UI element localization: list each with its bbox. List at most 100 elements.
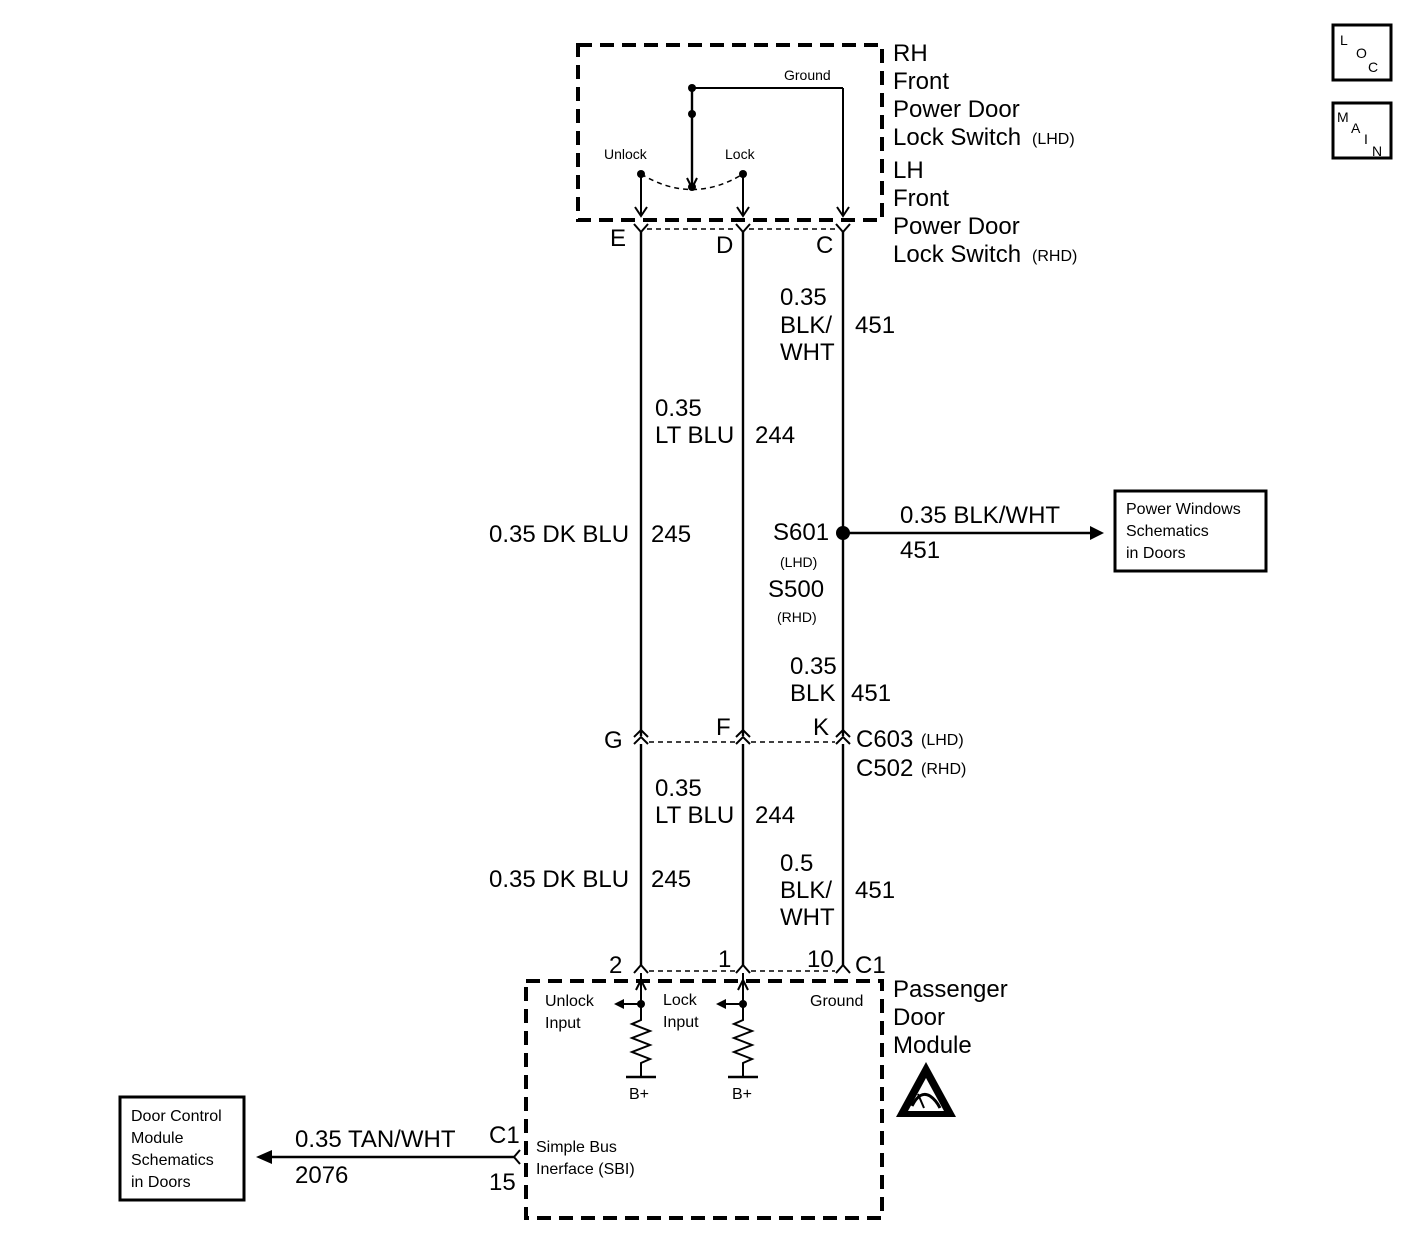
splice-s601: S601 (LHD) S500 (RHD) 0.35 BLK/WHT 451 [768, 502, 1104, 625]
power-windows-reference[interactable]: Power Windows Schematics in Doors [1113, 489, 1268, 573]
pin-2-label: 2 [609, 952, 622, 979]
unlock-input-label-1: Unlock [545, 993, 595, 1010]
sbi-wire-label: 0.35 TAN/WHT [295, 1126, 456, 1153]
wire-d-upper-circuit: 244 [755, 422, 795, 449]
lock-contact-label: Lock [725, 146, 756, 162]
main-letter-n: N [1372, 143, 1382, 159]
door-control-ref-line-2: Module [131, 1130, 184, 1147]
door-control-ref-line-3: Schematics [131, 1152, 214, 1169]
wire-c-mid-circuit: 451 [851, 680, 891, 707]
module-title-module: Module [893, 1032, 972, 1059]
connector-c502-label: C502 [856, 755, 913, 782]
esd-warning-icon [896, 1062, 956, 1117]
lock-input-label-2: Input [663, 1014, 699, 1031]
power-windows-ref-line-1: Power Windows [1126, 501, 1241, 518]
module-connector-c1: 2 1 10 C1 [609, 946, 886, 979]
wire-c-upper-color-2: WHT [780, 339, 835, 366]
door-lock-switch: Ground Unlock Lock RH Front Power Door L… [576, 40, 1077, 268]
wire-c-lower-gauge: 0.5 [780, 850, 813, 877]
wire-c-lower-color-1: BLK/ [780, 877, 832, 904]
module-c1-label: C1 [855, 952, 886, 979]
unlock-contact-label: Unlock [604, 146, 648, 162]
pin-e-label: E [610, 225, 626, 252]
module-ground-label: Ground [810, 993, 863, 1010]
power-windows-ref-line-3: in Doors [1126, 545, 1186, 562]
lock-resistor [731, 1014, 755, 1077]
door-control-module-reference[interactable]: Door Control Module Schematics in Doors [118, 1095, 246, 1202]
switch-title-power-door-2: Power Door [893, 213, 1020, 240]
wire-e-upper-circuit: 245 [651, 521, 691, 548]
main-letter-i: I [1364, 131, 1368, 147]
pin-d-label: D [716, 232, 733, 259]
sbi-label-1: Simple Bus [536, 1139, 617, 1156]
wire-d-upper-color: LT BLU [655, 422, 734, 449]
wire-c-lower-circuit: 451 [855, 877, 895, 904]
pin-g-label: G [604, 727, 623, 754]
switch-title-lock-switch: Lock Switch [893, 124, 1021, 151]
sbi-wire: 0.35 TAN/WHT 2076 C1 15 [256, 1122, 521, 1196]
loc-letter-o: O [1356, 45, 1367, 61]
switch-title-lh: LH [893, 157, 924, 184]
switch-title-front: Front [893, 68, 949, 95]
pin-f-label: F [716, 714, 731, 741]
switch-title-front-2: Front [893, 185, 949, 212]
lock-input-label-1: Lock [663, 992, 698, 1009]
wire-e-lower-label: 0.35 DK BLU [489, 866, 629, 893]
switch-lhd-note: (LHD) [1032, 131, 1075, 148]
wire-d-lower-color: LT BLU [655, 802, 734, 829]
module-title-door: Door [893, 1004, 945, 1031]
main-letter-m: M [1337, 109, 1349, 125]
switch-outline [576, 43, 884, 222]
sbi-pin-label: 15 [489, 1169, 516, 1196]
wire-c-upper-color-1: BLK/ [780, 312, 832, 339]
module-outline [524, 979, 884, 1220]
branch-wire-label: 0.35 BLK/WHT [900, 502, 1060, 529]
connector-c603: G F K C603 (LHD) C502 (RHD) [604, 714, 966, 782]
main-nav-button[interactable]: M A I N [1331, 101, 1393, 160]
unlock-resistor [629, 1014, 653, 1077]
wire-c-mid-gauge: 0.35 [790, 653, 837, 680]
loc-letter-c: C [1368, 59, 1378, 75]
loc-letter-l: L [1340, 32, 1348, 48]
loc-nav-button[interactable]: L O C [1331, 23, 1393, 82]
pin-1-label: 1 [718, 946, 731, 973]
switch-connector: E D C [610, 223, 851, 259]
unlock-bplus-label: B+ [629, 1086, 649, 1103]
switch-rhd-note: (RHD) [1032, 248, 1077, 265]
wire-e-upper-label: 0.35 DK BLU [489, 521, 629, 548]
lock-bplus-label: B+ [732, 1086, 752, 1103]
splice-s601-label: S601 [773, 519, 829, 546]
wire-d-upper-gauge: 0.35 [655, 395, 702, 422]
unlock-input-label-2: Input [545, 1015, 581, 1032]
switch-title-power-door: Power Door [893, 96, 1020, 123]
sbi-connector-label: C1 [489, 1122, 520, 1149]
switch-title-rh: RH [893, 40, 928, 67]
pin-c-label: C [816, 232, 833, 259]
power-windows-ref-line-2: Schematics [1126, 523, 1209, 540]
wire-e-lower-circuit: 245 [651, 866, 691, 893]
splice-s500-label: S500 [768, 576, 824, 603]
branch-wire-circuit: 451 [900, 537, 940, 564]
door-control-ref-line-4: in Doors [131, 1174, 191, 1191]
switch-ground-label: Ground [784, 67, 831, 83]
pin-k-label: K [813, 714, 829, 741]
connector-c502-note: (RHD) [921, 761, 966, 778]
connector-c603-note: (LHD) [921, 732, 964, 749]
connector-c603-label: C603 [856, 726, 913, 753]
main-letter-a: A [1351, 120, 1361, 136]
wire-d-lower-gauge: 0.35 [655, 775, 702, 802]
pin-10-label: 10 [807, 946, 834, 973]
switch-title-lock-switch-2: Lock Switch [893, 241, 1021, 268]
module-title-passenger: Passenger [893, 976, 1008, 1003]
wire-c-lower-color-2: WHT [780, 904, 835, 931]
sbi-label-2: Inerface (SBI) [536, 1161, 635, 1178]
wire-c-upper-gauge: 0.35 [780, 284, 827, 311]
wire-c-upper-circuit: 451 [855, 312, 895, 339]
splice-s601-note: (LHD) [780, 554, 817, 570]
wire-d-lower-circuit: 244 [755, 802, 795, 829]
wire-c-mid-color: BLK [790, 680, 835, 707]
passenger-door-module: B+ Unlock Input B+ Lock Input Ground Sim… [524, 973, 1008, 1220]
splice-s500-note: (RHD) [777, 609, 817, 625]
door-control-ref-line-1: Door Control [131, 1108, 222, 1125]
